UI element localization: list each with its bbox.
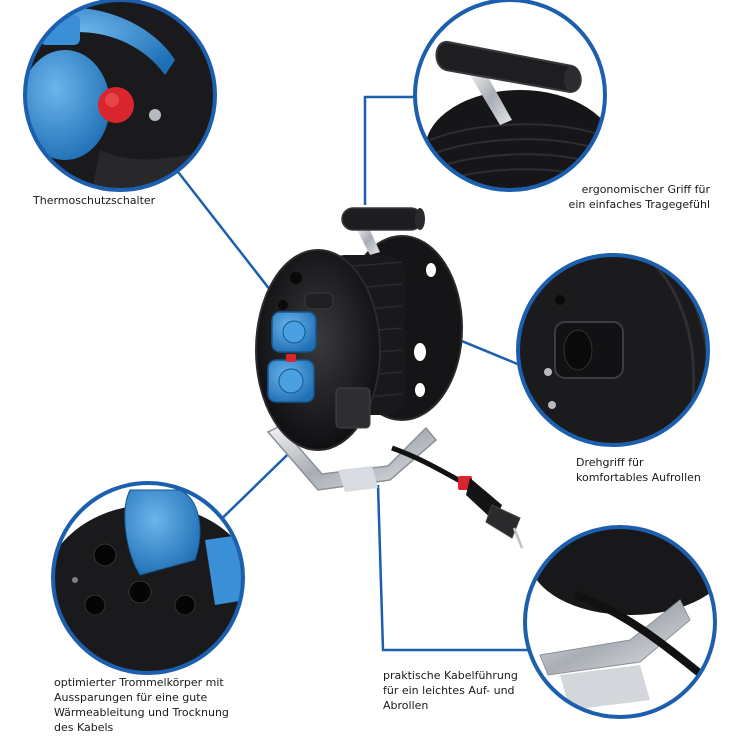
label-line: des Kabels	[54, 721, 114, 734]
label-line: Wärmeableitung und Trocknung	[54, 706, 229, 719]
label-thermoschutzschalter: Thermoschutzschalter	[33, 193, 155, 208]
label-drehgriff: Drehgriff für komfortables Aufrollen	[576, 455, 701, 485]
label-griff: ergonomischer Griff für ein einfaches Tr…	[560, 182, 710, 212]
label-line: Drehgriff für	[576, 456, 644, 469]
cable-reel	[255, 207, 524, 549]
label-line: ergonomischer Griff für	[581, 183, 710, 196]
zoom-circle-trommelkoerper	[51, 481, 245, 675]
label-line: praktische Kabelführung	[383, 669, 518, 682]
label-line: optimierter Trommelkörper mit	[54, 676, 224, 689]
label-line: Aussparungen für eine gute	[54, 691, 208, 704]
label-line: Thermoschutzschalter	[33, 194, 156, 207]
label-kabelfuehrung: praktische Kabelführung für ein leichtes…	[383, 668, 518, 713]
zoom-circle-thermoschutzschalter	[23, 0, 217, 192]
zoom-circle-drehgriff	[516, 253, 710, 447]
label-trommelkoerper: optimierter Trommelkörper mit Aussparung…	[54, 675, 229, 735]
label-line: ein einfaches Tragegefühl	[568, 198, 710, 211]
zoom-circle-kabelfuehrung	[523, 525, 717, 719]
label-line: komfortables Aufrollen	[576, 471, 701, 484]
zoom-circle-griff	[413, 0, 607, 192]
label-line: für ein leichtes Auf- und	[383, 684, 515, 697]
label-line: Abrollen	[383, 699, 429, 712]
